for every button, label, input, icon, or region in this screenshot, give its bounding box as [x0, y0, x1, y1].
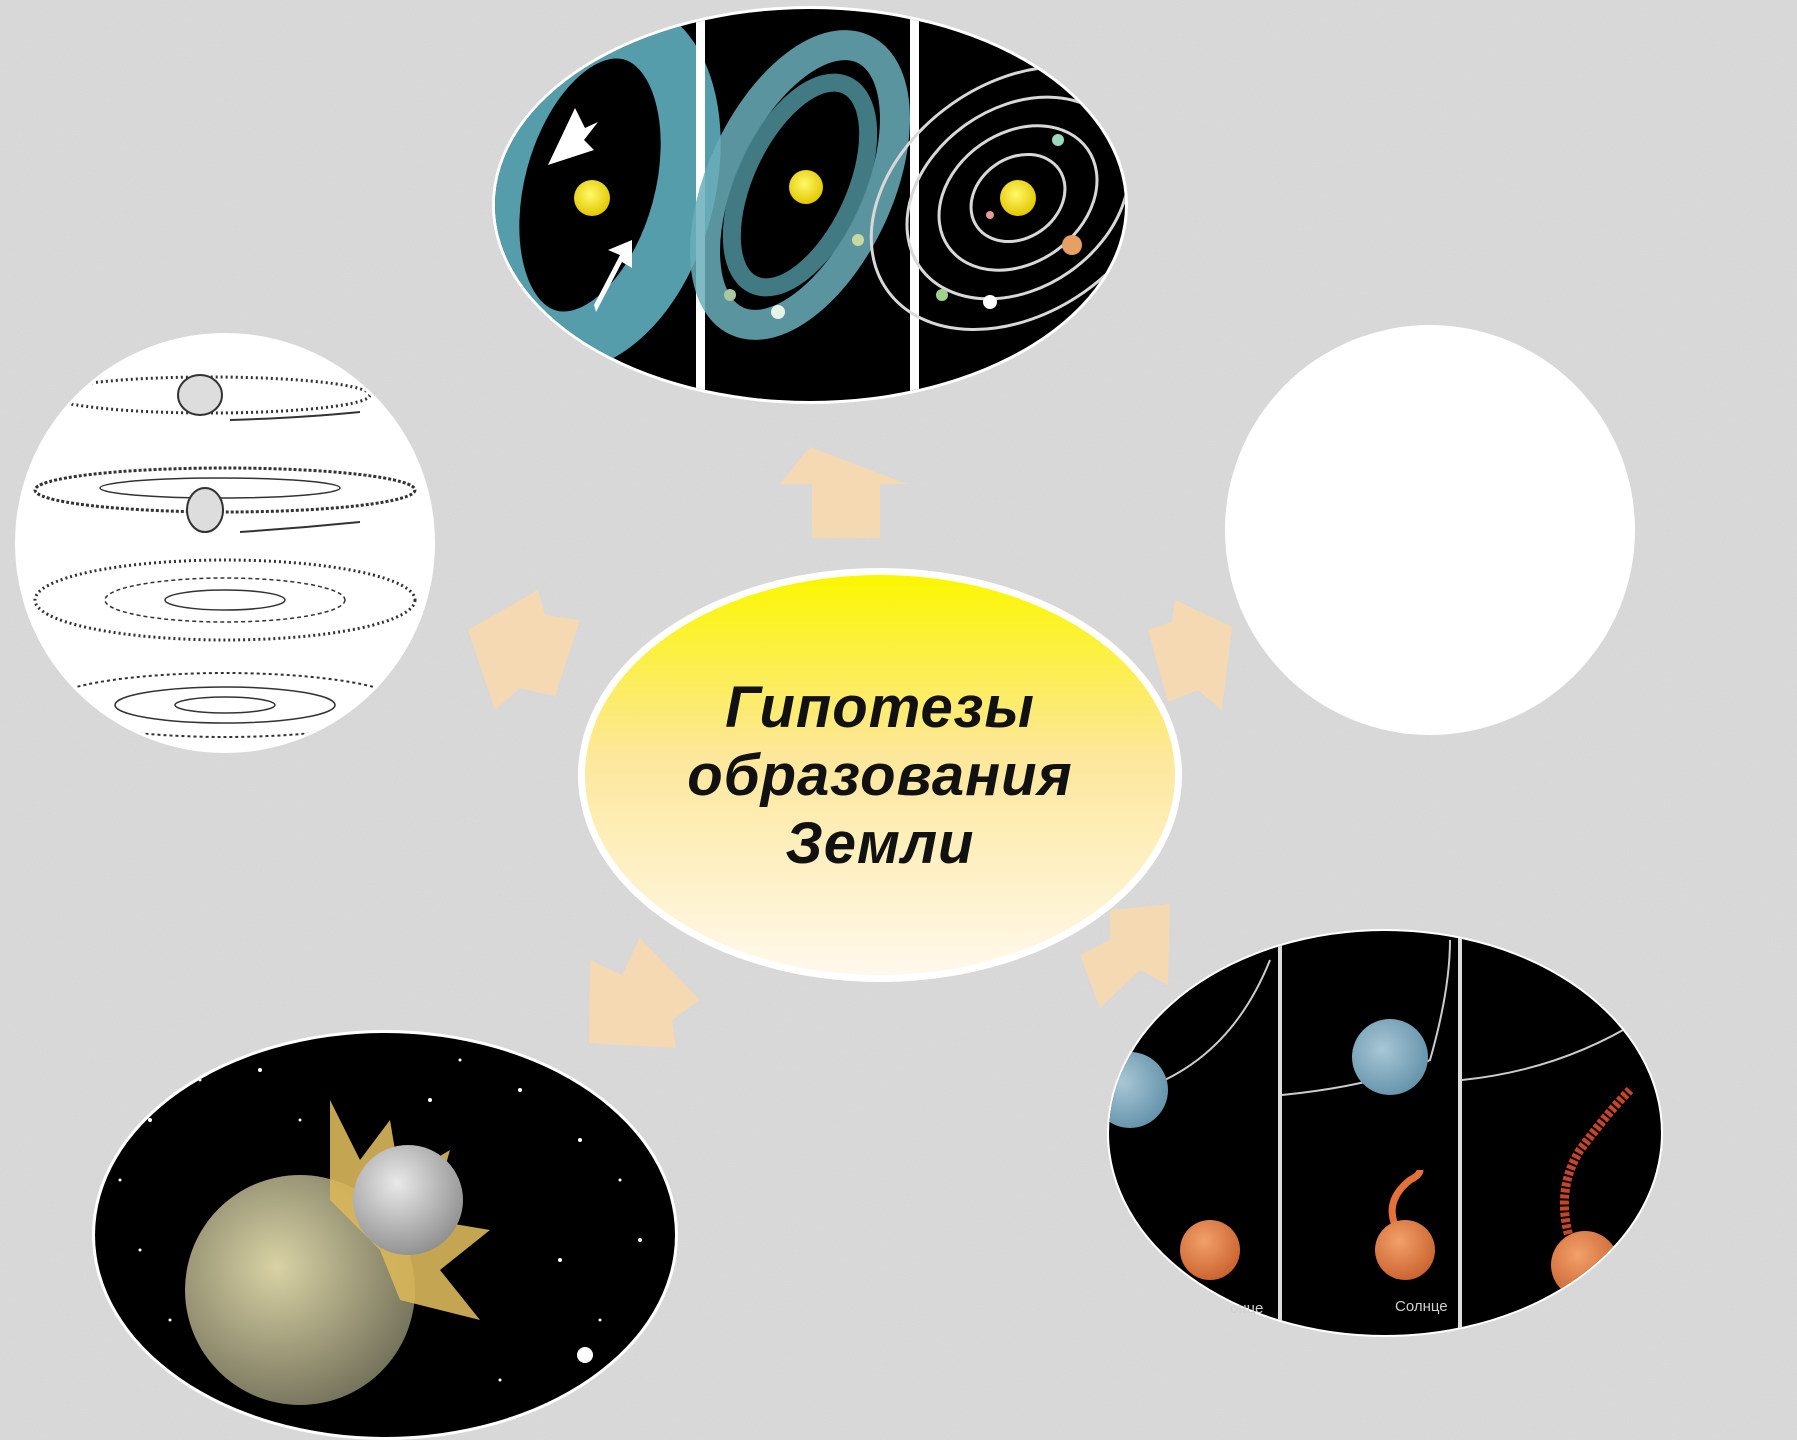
title-line-1: Гипотезы: [687, 674, 1072, 742]
moon-icon: [353, 1145, 463, 1255]
sun-label-1: онце: [1230, 1300, 1263, 1317]
node-collision: [90, 1030, 680, 1440]
central-title: Гипотезы образования Земли: [582, 572, 1178, 980]
sun-icon: [1000, 180, 1036, 216]
title-line-3: Земли: [687, 810, 1072, 878]
star-icon: [1180, 1220, 1240, 1280]
sun-icon: [574, 180, 610, 216]
node-empty: [1225, 325, 1635, 735]
sun-icon: [789, 170, 823, 204]
node-flat-disk-drawing: [15, 333, 435, 753]
planet-icon: [1352, 1019, 1428, 1095]
sun-label-2: Солнце: [1395, 1298, 1448, 1315]
title-line-2: образования: [687, 742, 1072, 810]
star-icon: [1375, 1220, 1435, 1280]
